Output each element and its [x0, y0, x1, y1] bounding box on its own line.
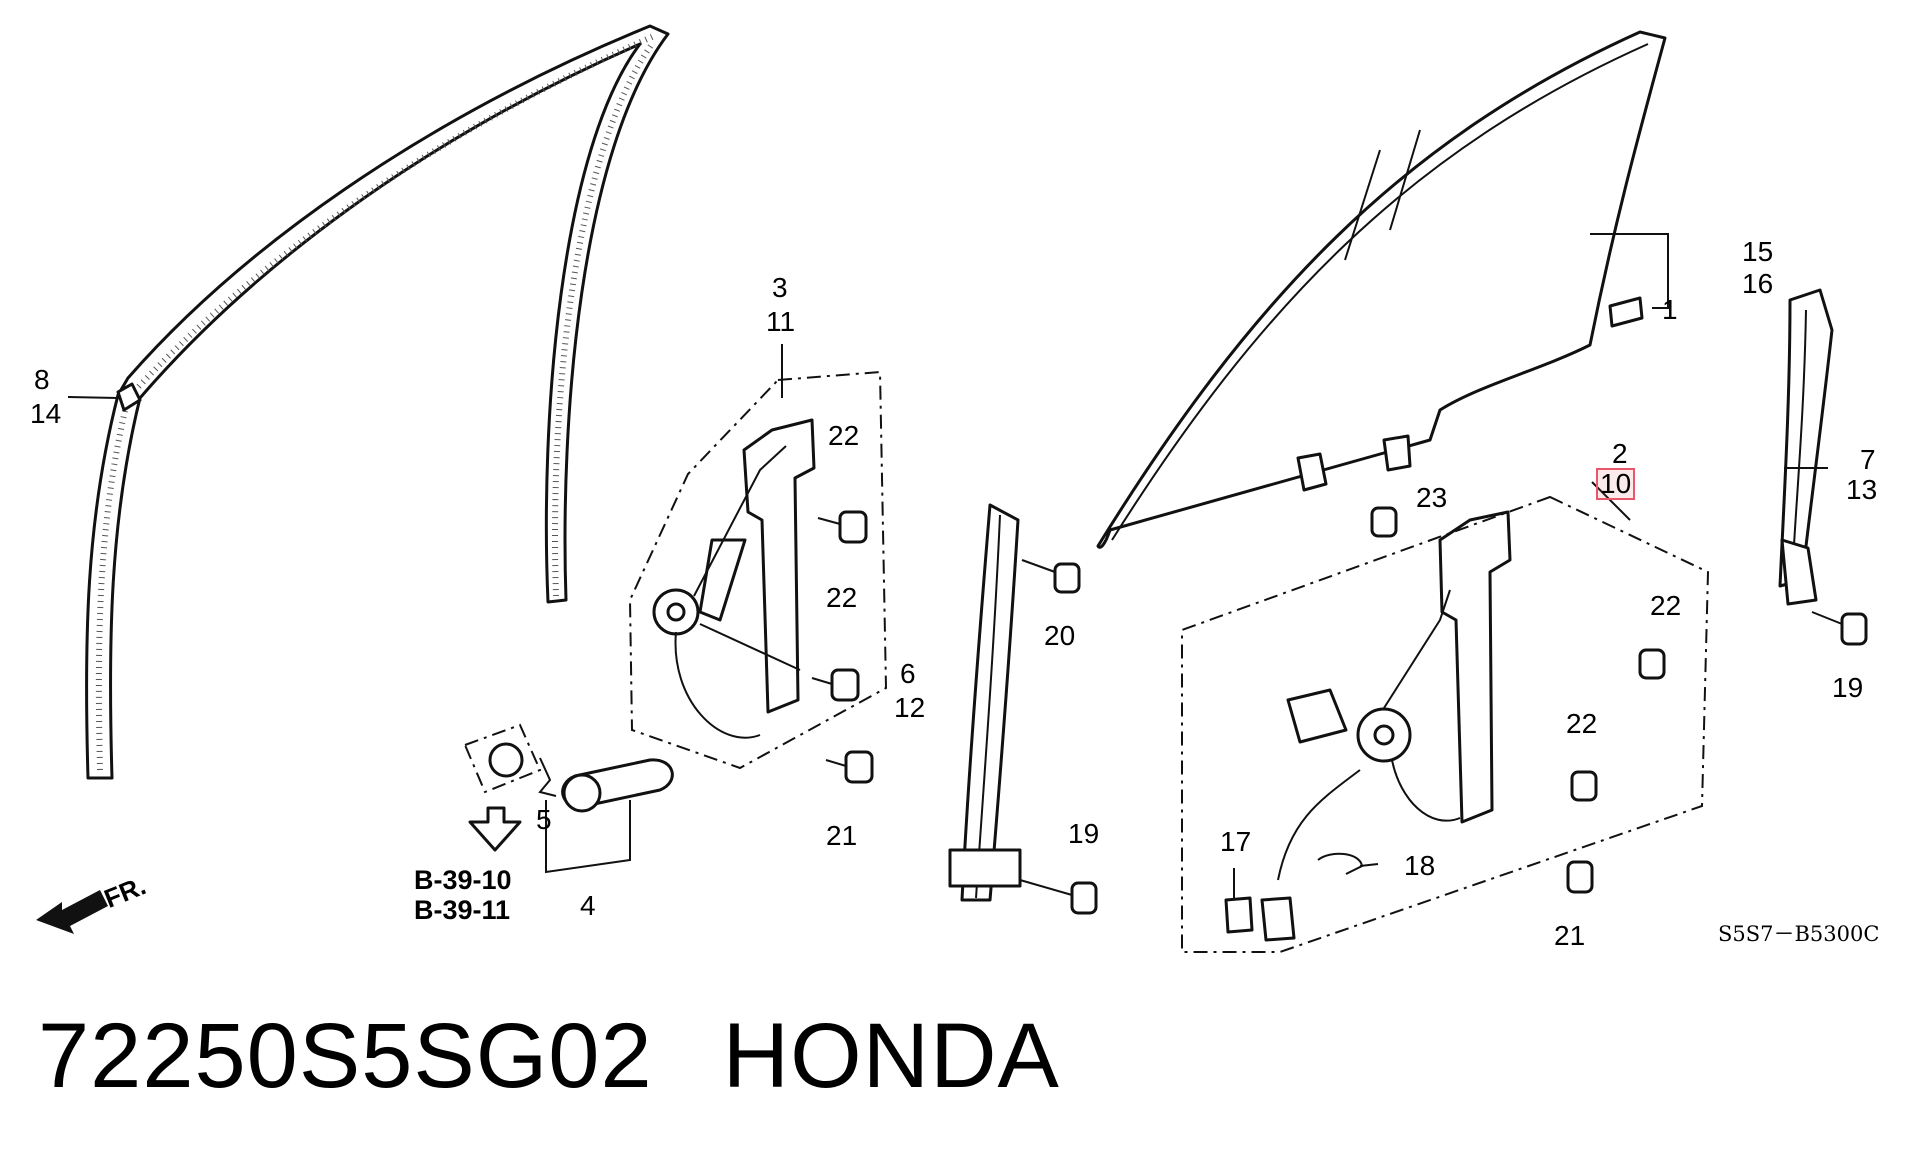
callout-5: 5	[536, 804, 552, 835]
bolt-drawing	[811, 510, 874, 784]
callout-22: 22	[1650, 590, 1682, 621]
callout-21: 21	[1554, 920, 1586, 951]
callout-6: 6	[900, 658, 916, 689]
callout-19: 19	[1832, 672, 1864, 703]
callout-20: 20	[1044, 620, 1076, 651]
reference-b-39-10: B-39-10	[414, 865, 512, 895]
callout-13: 13	[1846, 474, 1878, 505]
callout-4: 4	[580, 890, 596, 921]
callout-3: 3	[772, 272, 788, 303]
callout-7: 7	[1860, 444, 1876, 475]
callout-11: 11	[766, 306, 796, 337]
callout-2: 2	[1612, 438, 1628, 469]
callout-14: 14	[30, 398, 62, 429]
rear-channel-drawing	[1778, 288, 1868, 646]
drawing-code: S5S7－B5300C	[1718, 922, 1880, 946]
callout-8: 8	[34, 364, 50, 395]
brand-name: HONDA	[722, 1005, 1060, 1107]
callout-16: 16	[1742, 268, 1774, 299]
callout-15: 15	[1742, 236, 1774, 267]
leader-lines	[67, 344, 1828, 900]
window-crank-drawing	[463, 723, 674, 874]
part-number: 72250S5SG02	[38, 1005, 653, 1107]
reference-b-39-11: B-39-11	[414, 895, 511, 925]
callout-19: 19	[1068, 818, 1100, 849]
callout-23: 23	[1416, 482, 1448, 513]
power-regulator-drawing	[1181, 495, 1710, 953]
callout-22: 22	[1566, 708, 1598, 739]
callout-22: 22	[828, 420, 860, 451]
callout-21: 21	[826, 820, 858, 851]
manual-regulator-drawing	[628, 370, 888, 770]
front-channel-drawing	[948, 503, 1098, 915]
callout-10-highlighted: 10	[1596, 468, 1636, 500]
callout-1: 1	[1662, 294, 1678, 325]
callout-22: 22	[826, 582, 858, 613]
callout-12: 12	[894, 692, 926, 723]
front-arrow-icon	[36, 890, 108, 934]
callout-18: 18	[1404, 850, 1436, 881]
door-glass-drawing	[1096, 30, 1669, 549]
run-channel-drawing	[85, 24, 670, 780]
callout-17: 17	[1220, 826, 1252, 857]
